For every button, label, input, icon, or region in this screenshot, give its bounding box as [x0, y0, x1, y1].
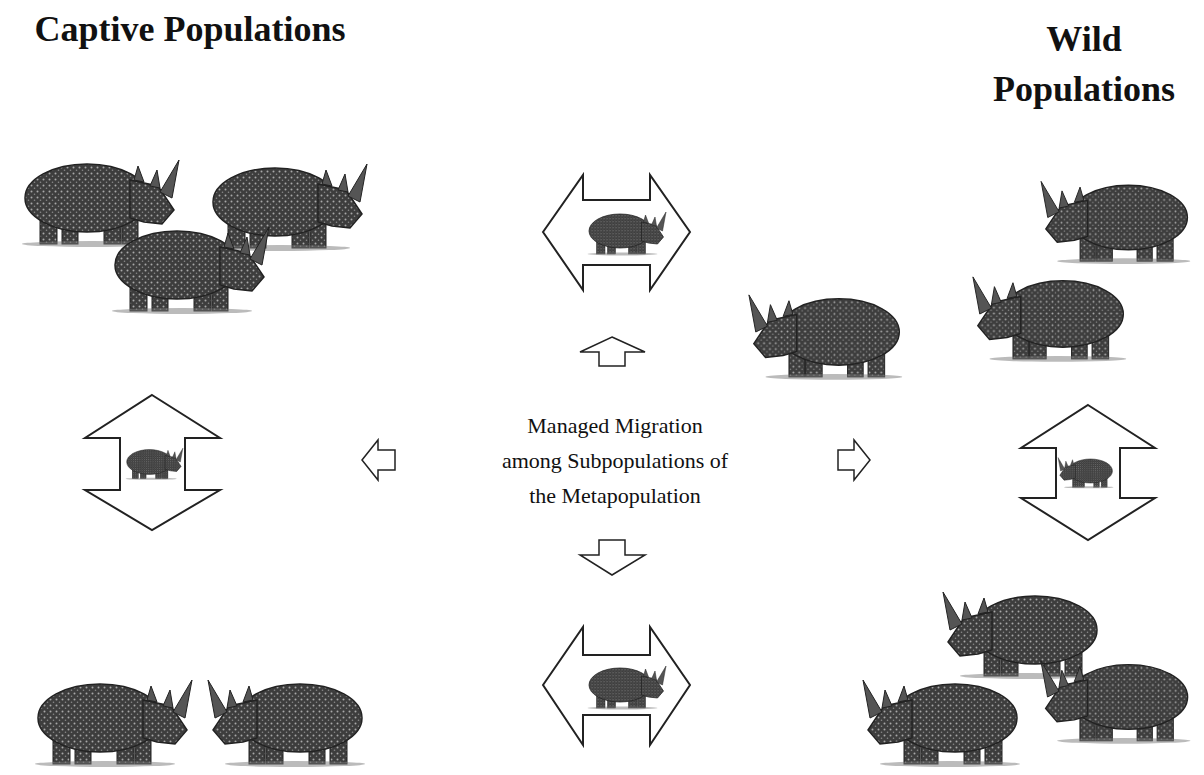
double-arrow [85, 395, 220, 530]
small-rhino [588, 212, 667, 256]
rhino [35, 680, 192, 767]
rhino [749, 295, 902, 380]
rhino [973, 277, 1126, 362]
rhino [210, 164, 367, 251]
open-arrow [362, 440, 395, 480]
rhino [112, 227, 269, 314]
small-rhino [126, 448, 183, 480]
center-note: Managed Migration among Subpopulations o… [497, 408, 733, 513]
rhino [863, 680, 1020, 767]
group-heading: Wild Populations [972, 14, 1196, 114]
group-heading: Captive Populations [30, 4, 350, 54]
rhino [208, 680, 365, 767]
rhino [943, 592, 1100, 679]
small-rhino [588, 666, 667, 710]
open-arrow [838, 440, 870, 480]
small-rhino [1058, 458, 1113, 489]
open-arrow [580, 540, 645, 575]
open-arrow [580, 337, 645, 366]
double-arrow [543, 175, 690, 290]
double-arrow [543, 627, 690, 745]
rhino [1041, 181, 1190, 264]
rhino [1041, 661, 1191, 744]
double-arrow [1021, 405, 1155, 540]
